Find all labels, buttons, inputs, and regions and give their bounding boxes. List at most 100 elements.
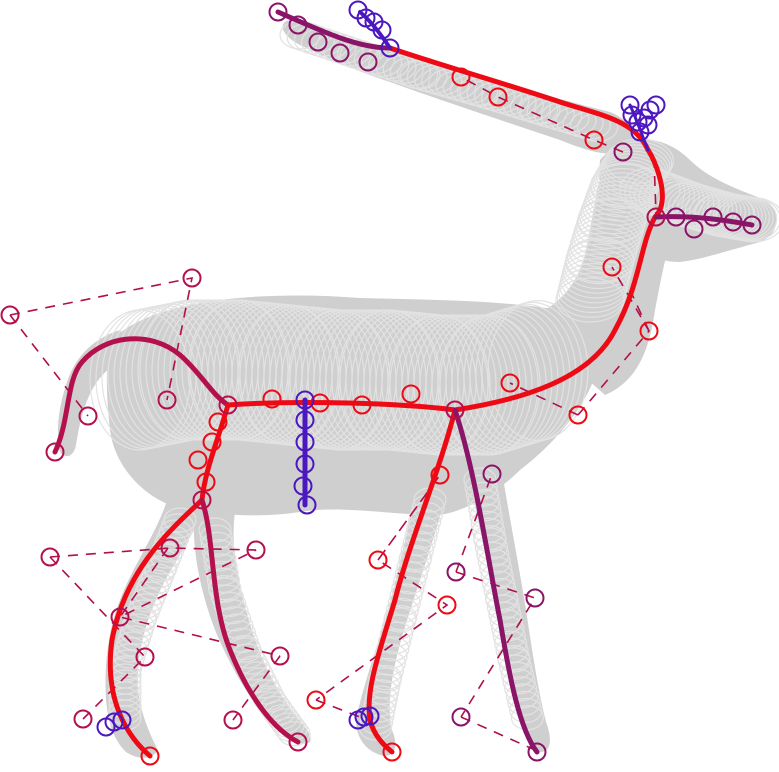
skeleton-curve: [52, 336, 231, 455]
dashed-handle: [232, 655, 281, 721]
mesh-ring: [479, 556, 513, 582]
mesh-ring: [274, 716, 308, 743]
control-point: [246, 540, 266, 560]
control-point: [104, 712, 124, 732]
control-point: [78, 406, 98, 426]
mesh-ring: [439, 314, 541, 456]
skeleton-curve: [225, 45, 665, 413]
control-point: [358, 52, 378, 72]
mesh-ring: [385, 597, 419, 624]
mesh-ring: [445, 312, 547, 454]
control-point: [372, 20, 392, 40]
control-points: [0, 0, 762, 766]
control-point: [354, 707, 374, 727]
control-point: [430, 465, 450, 485]
mesh-ring: [485, 587, 519, 613]
control-point: [527, 742, 547, 762]
control-point: [295, 454, 315, 474]
mesh-ring: [489, 608, 523, 635]
mesh-front-leg-near: [105, 490, 210, 758]
control-point: [218, 395, 238, 415]
mesh-ring: [509, 697, 543, 724]
mesh-ring: [467, 489, 501, 515]
control-point: [613, 142, 633, 162]
dashed-handle: [119, 547, 169, 618]
mesh-ring: [474, 534, 508, 560]
skeleton-curves: [52, 9, 755, 759]
dashed-handle: [315, 699, 361, 718]
skeleton-curve: [452, 407, 540, 755]
mesh-ring: [200, 531, 234, 558]
mesh-ring: [507, 690, 541, 716]
mesh-ring: [396, 554, 430, 580]
control-point: [295, 432, 315, 452]
mesh-ring: [487, 300, 589, 442]
dashed-handle: [460, 716, 536, 751]
mesh-ring: [495, 637, 529, 664]
mesh-ring: [500, 661, 535, 688]
control-point: [723, 212, 743, 232]
control-point: [703, 207, 723, 227]
mesh-ring: [394, 561, 428, 588]
mesh-ring: [497, 647, 531, 673]
mesh-ring: [389, 583, 423, 609]
control-point: [584, 130, 604, 150]
control-point: [45, 442, 65, 462]
mesh-ring: [583, 180, 653, 226]
control-point: [293, 476, 313, 496]
control-point: [295, 390, 315, 410]
dashed-handle: [509, 382, 579, 416]
mesh-ring: [374, 643, 408, 669]
control-point: [223, 710, 243, 730]
control-point: [451, 707, 471, 727]
control-point: [500, 373, 520, 393]
mesh-ring: [381, 614, 415, 640]
control-point: [73, 709, 93, 729]
control-point: [188, 450, 208, 470]
skeleton-curve: [199, 497, 301, 745]
control-point: [666, 207, 686, 227]
dashed-handle: [315, 474, 449, 701]
control-point: [568, 405, 588, 425]
control-point: [482, 464, 502, 484]
mesh-ring: [277, 720, 311, 747]
dashed-handle: [49, 547, 281, 657]
control-point: [202, 432, 222, 452]
mesh-ring: [400, 537, 434, 564]
control-point: [602, 257, 622, 277]
mesh-ring: [378, 628, 412, 655]
control-point: [360, 706, 380, 726]
control-point: [270, 646, 290, 666]
skeleton-curve: [366, 407, 458, 755]
control-point: [646, 207, 666, 227]
control-point: [380, 38, 400, 58]
control-point: [308, 32, 328, 52]
mesh-ring: [599, 147, 669, 193]
control-point: [684, 219, 704, 239]
mesh-ring: [463, 467, 497, 493]
mesh-ring: [383, 607, 417, 633]
skeleton-curve: [275, 9, 393, 51]
control-point: [628, 112, 648, 132]
mesh-ring: [398, 547, 432, 573]
control-point: [295, 410, 315, 430]
control-point: [352, 395, 372, 415]
mesh-ring: [476, 541, 510, 568]
skeleton-curve: [653, 214, 755, 228]
mesh-ring: [389, 57, 431, 87]
mesh-hind-leg-near: [356, 470, 446, 756]
control-point: [451, 67, 471, 87]
mesh-ring: [393, 568, 427, 595]
control-point: [640, 100, 660, 120]
control-point: [382, 742, 402, 762]
mesh-ring: [473, 527, 507, 553]
mesh-ring: [206, 567, 240, 594]
control-point: [268, 2, 288, 22]
mesh-ring: [376, 636, 410, 662]
mesh-ring: [486, 594, 520, 620]
control-point: [368, 550, 388, 570]
mesh-ring: [370, 657, 404, 684]
control-point: [620, 95, 640, 115]
mesh-tail: [58, 330, 132, 457]
